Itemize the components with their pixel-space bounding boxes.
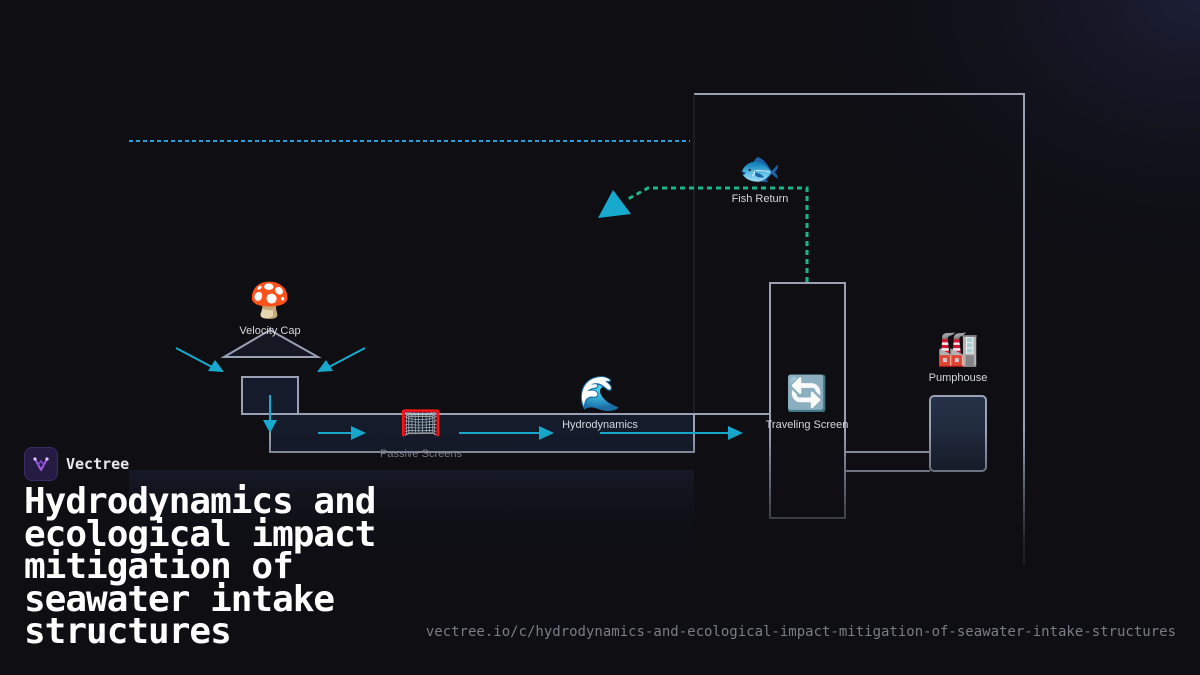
brand-name: Vectree [66, 455, 130, 473]
background-glow [600, 0, 1200, 430]
vectree-logo-icon [24, 447, 58, 481]
wave-icon: 🌊 [579, 374, 621, 414]
fish-return-label: Fish Return [732, 193, 789, 205]
fish-icon: 🐟 [739, 149, 781, 189]
rotating-arrows-icon: 🔄 [786, 374, 828, 414]
inflow-arrow-left [175, 347, 224, 372]
mushroom-icon: 🍄 [249, 281, 291, 321]
inflow-arrow-right [317, 347, 366, 372]
building-outline [694, 93, 1025, 565]
fish-return-path [627, 186, 809, 282]
page-url[interactable]: vectree.io/c/hydrodynamics-and-ecologica… [425, 624, 1176, 640]
hydrodynamics-label: Hydrodynamics [562, 419, 638, 431]
downflow-arrow [263, 395, 277, 433]
passive-screens-label: Passive Screens [380, 448, 462, 460]
pumphouse-tank [929, 395, 987, 472]
velocity-cap-label: Velocity Cap [239, 325, 300, 337]
traveling-screen-label: Traveling Screen [766, 419, 849, 431]
factory-icon: 🏭 [937, 329, 979, 369]
net-icon: 🥅 [400, 403, 442, 443]
fish-return-arrowhead [598, 190, 631, 218]
velocity-cap-shape [220, 328, 322, 358]
brand: Vectree [24, 447, 129, 481]
pumphouse-label: Pumphouse [929, 372, 988, 384]
page-title: Hydrodynamics and ecological impact miti… [24, 481, 376, 652]
